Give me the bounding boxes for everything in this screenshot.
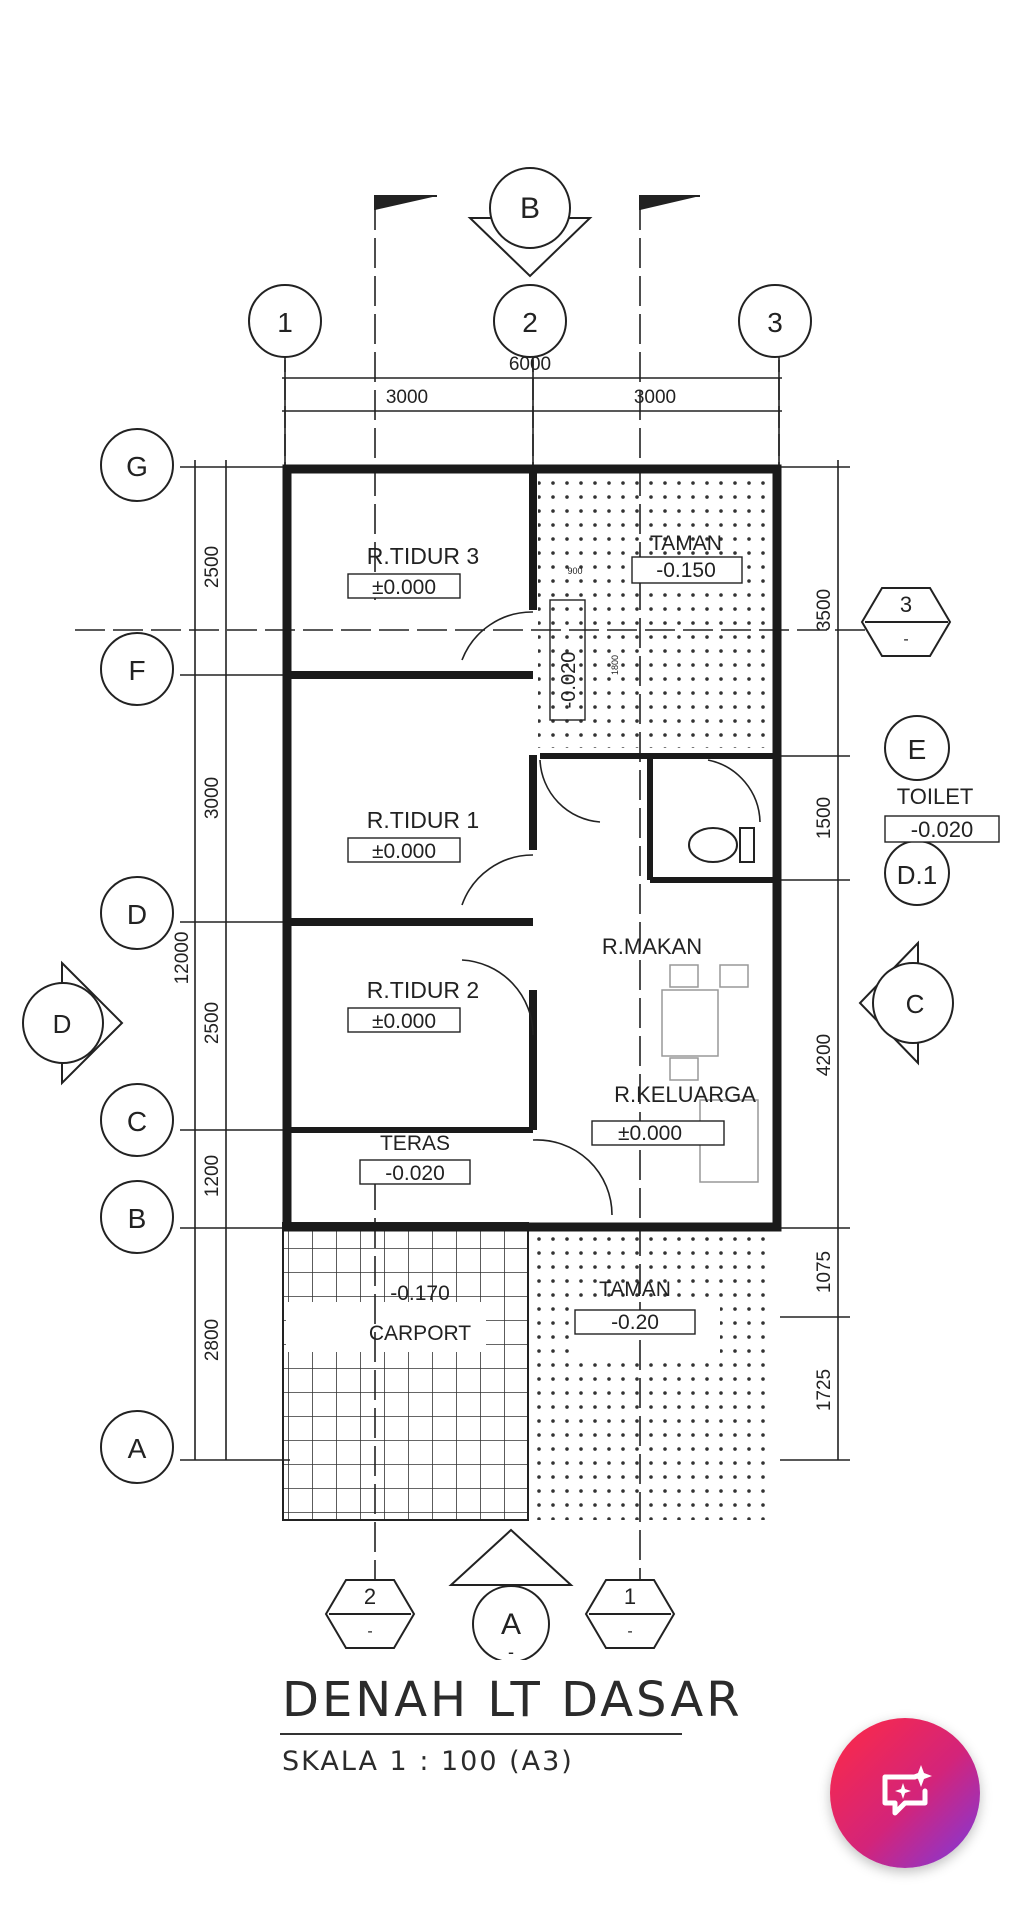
grid-row-c: C: [127, 1106, 147, 1137]
grid-row-g: G: [126, 451, 148, 482]
dim-width-right: 3000: [634, 387, 676, 408]
chat-sparkle-icon: [873, 1759, 937, 1828]
dim-left-b-a: 2800: [202, 1319, 223, 1361]
floor-plan: 1 2 3 G F E D.1 D C B A B C D A -: [22, 167, 1000, 1660]
dim-right-2: 1500: [814, 797, 835, 839]
grid-rows: [100, 428, 950, 1484]
dim-total-width: 6000: [509, 354, 551, 375]
grid-row-f: F: [128, 655, 145, 686]
grid-row-b: B: [128, 1203, 147, 1234]
title-underline: [280, 1733, 682, 1735]
room-carport-level: -0.170: [390, 1282, 450, 1305]
dining-set: [661, 964, 759, 1183]
room-tidur2-level: ±0.000: [372, 1010, 436, 1033]
room-toilet-name: TOILET: [897, 784, 974, 809]
grid-row-e: E: [908, 734, 927, 765]
grid-row-d1: D.1: [897, 860, 937, 890]
room-taman-top-name: TAMAN: [650, 532, 722, 555]
elevation-1-sub: -: [627, 1623, 632, 1640]
section-a-sub: -: [508, 1642, 514, 1660]
section-marker-b: [374, 167, 700, 278]
room-keluarga-level: ±0.000: [618, 1122, 682, 1145]
room-carport-name: CARPORT: [369, 1322, 471, 1345]
dim-left-c-b: 1200: [202, 1155, 223, 1197]
section-label-b: B: [520, 192, 540, 225]
section-marker-a: [448, 1528, 574, 1660]
room-taman-top-level: -0.150: [656, 559, 716, 582]
room-teras-name: TERAS: [380, 1132, 450, 1155]
grid-column-2: 2: [522, 307, 538, 338]
grid-column-3: 3: [767, 307, 783, 338]
section-marker-d: [22, 960, 124, 1086]
room-tidur2-name: R.TIDUR 2: [367, 977, 479, 1003]
grid-columns: [248, 284, 812, 358]
dim-small-900: 900: [567, 566, 582, 576]
dim-width-left: 3000: [386, 387, 428, 408]
elevation-3-sub: -: [903, 631, 908, 648]
dim-right-3: 4200: [814, 1034, 835, 1076]
room-taman-bottom-name: TAMAN: [599, 1278, 671, 1301]
elevation-2-sub: -: [367, 1623, 372, 1640]
elevation-3-num: 3: [900, 592, 912, 617]
dim-right-4: 1075: [814, 1251, 835, 1293]
toilet-fixture: [688, 827, 738, 863]
section-label-c: C: [906, 989, 925, 1019]
dim-left-f-d: 3000: [202, 777, 223, 819]
ai-chat-button[interactable]: [830, 1718, 980, 1868]
drawing-scale: SKALA 1 : 100 (A3): [282, 1746, 574, 1777]
drawing-title: DENAH LT DASAR: [282, 1672, 743, 1728]
room-keluarga-name: R.KELUARGA: [614, 1082, 756, 1107]
dim-right-1: 3500: [814, 589, 835, 631]
grid-row-a: A: [128, 1433, 147, 1464]
carport-tiles: [282, 1222, 529, 1521]
room-toilet-level: -0.020: [911, 817, 973, 842]
room-makan-name: R.MAKAN: [602, 934, 702, 959]
dim-left-d-c: 2500: [202, 1002, 223, 1044]
dim-left-g-f: 2500: [202, 546, 223, 588]
elevation-2-num: 2: [364, 1584, 376, 1609]
dim-right-5: 1725: [814, 1369, 835, 1411]
doors: [461, 611, 761, 1216]
grid-row-d: D: [127, 899, 147, 930]
grid-column-1: 1: [277, 307, 293, 338]
section-label-a: A: [501, 1608, 521, 1641]
elevation-1-num: 1: [624, 1584, 636, 1609]
dim-small-1800: 1800: [610, 655, 620, 675]
walls: [282, 464, 782, 1232]
elevation-marks: [324, 587, 952, 1649]
room-tidur1-name: R.TIDUR 1: [367, 807, 479, 833]
corridor-level: -0.020: [558, 652, 580, 709]
room-taman-bottom-level: -0.20: [611, 1311, 659, 1334]
dim-total-height: 12000: [172, 932, 193, 985]
garden-bottom-hatch: [528, 1228, 770, 1520]
section-label-d: D: [53, 1009, 72, 1039]
section-marker-c: [858, 940, 954, 1066]
room-tidur1-level: ±0.000: [372, 840, 436, 863]
room-tidur3-level: ±0.000: [372, 576, 436, 599]
garden-top-hatch: [538, 476, 768, 748]
room-tidur3-name: R.TIDUR 3: [367, 543, 479, 569]
room-teras-level: -0.020: [385, 1162, 445, 1185]
